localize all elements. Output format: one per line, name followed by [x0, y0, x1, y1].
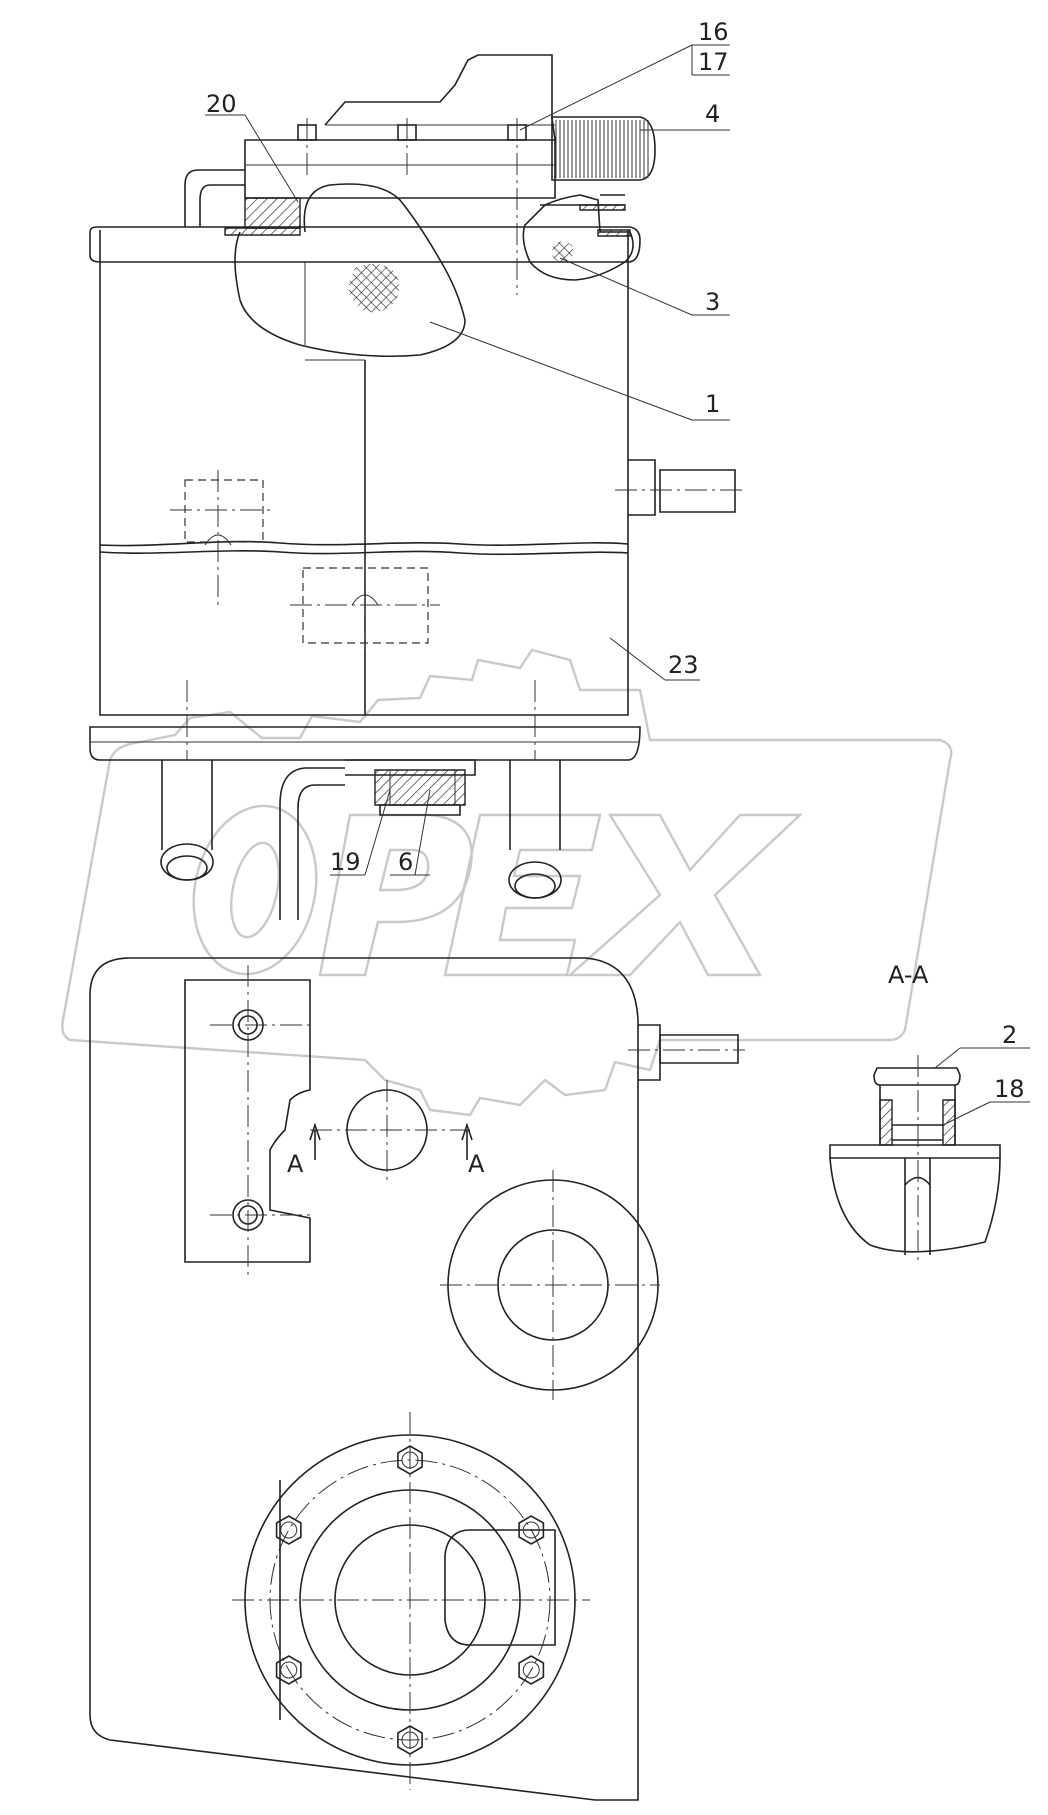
tank-body [99, 230, 629, 716]
filler-boss [440, 1170, 660, 1400]
callout-23: 23 [668, 651, 699, 679]
callout-3: 3 [705, 288, 720, 316]
hidden-feature-upper [170, 470, 275, 610]
callout-18: 18 [994, 1075, 1025, 1103]
housing-outline [89, 957, 639, 1801]
section-a-a-view [829, 1055, 1001, 1265]
hidden-feature-lower [290, 560, 440, 655]
watermark-gear [61, 648, 953, 1117]
flange-bolt [397, 1725, 423, 1755]
callout-4: 4 [705, 100, 720, 128]
main-view-bottom [89, 957, 745, 1801]
bolt-heads [297, 118, 527, 295]
side-port-upper [615, 459, 745, 516]
drain-plug [345, 759, 476, 816]
flange-bolt [518, 1655, 545, 1685]
callout-20: 20 [206, 90, 237, 118]
cap-housing [244, 139, 556, 199]
breakout-1 [234, 183, 466, 358]
section-marker-right: A [468, 1150, 485, 1178]
inlet-elbow [184, 169, 245, 227]
pump-flange [232, 1412, 590, 1790]
callout-1: 1 [705, 390, 720, 418]
mounting-legs [160, 680, 562, 920]
mounting-plate [184, 979, 311, 1263]
callout-2: 2 [1002, 1021, 1017, 1049]
flange-bolt [397, 1445, 423, 1475]
side-port-lower [628, 1024, 745, 1081]
knurled-knob [551, 116, 656, 181]
section-title: A-A [888, 961, 929, 989]
flange-bolt [275, 1515, 302, 1545]
seal-20 [244, 197, 301, 229]
bottom-flange [89, 726, 641, 761]
callout-19: 19 [330, 848, 361, 876]
tank-top-rim [89, 226, 641, 263]
break-line-lower [99, 550, 629, 556]
valve-3 [522, 194, 634, 281]
flange-bolt [275, 1655, 302, 1685]
break-line-upper [99, 540, 629, 547]
callout-17: 17 [698, 48, 729, 76]
callout-labels: 16 17 4 20 3 1 23 19 6 2 18 A-A A A [206, 18, 1025, 1178]
watermark-logo [61, 648, 953, 1117]
section-marker-left: A [287, 1150, 304, 1178]
watermark-text [192, 804, 804, 977]
leader-lines [205, 44, 1030, 1126]
callout-6: 6 [398, 848, 413, 876]
flange-bolt [518, 1515, 545, 1545]
main-view-top [89, 54, 745, 920]
callout-16: 16 [698, 18, 729, 46]
